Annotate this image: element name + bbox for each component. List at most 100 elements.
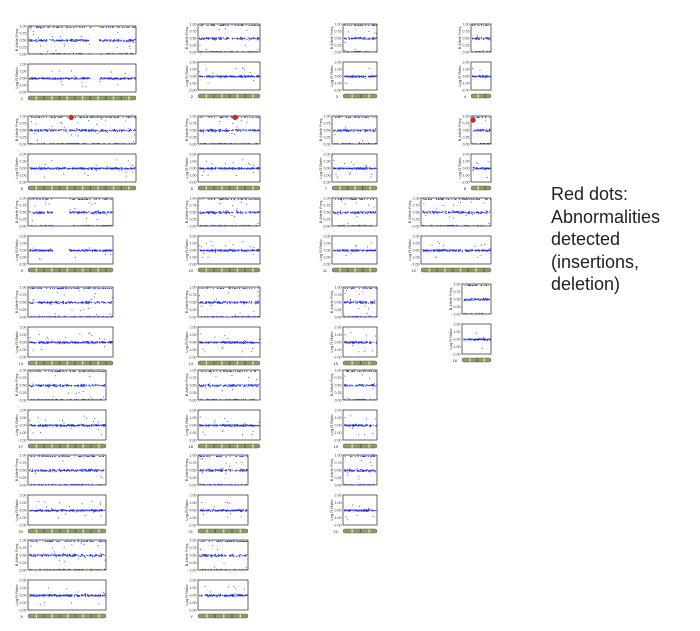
ideogram-band [89, 268, 92, 272]
baf-point [251, 51, 253, 53]
baf-point [88, 39, 90, 41]
lrr-point [35, 77, 37, 79]
baf-point [72, 143, 74, 144]
baf-point [356, 216, 358, 217]
lrr-point [114, 78, 116, 80]
baf-point [78, 26, 80, 28]
lrr-point [120, 77, 122, 79]
lrr-point [215, 167, 217, 169]
tick-label: 0.25 [463, 43, 470, 47]
lrr-point [253, 76, 255, 77]
lrr-point [199, 245, 201, 247]
baf-point [232, 212, 234, 214]
baf-point [82, 39, 84, 41]
lrr-point [472, 67, 474, 69]
lrr-point [228, 249, 230, 251]
lrr-point [216, 75, 218, 77]
tick-label: -1.00 [18, 83, 26, 87]
lrr-point [131, 168, 133, 170]
baf-point [231, 24, 233, 26]
lrr-point [113, 167, 115, 169]
baf-point [255, 51, 257, 53]
baf-point [122, 130, 124, 131]
ideogram-band [58, 186, 61, 190]
baf-point [357, 143, 359, 145]
baf-point [349, 142, 351, 144]
baf-point [113, 53, 115, 55]
baf-point [73, 40, 75, 42]
baf-point [217, 142, 219, 144]
axis-label: Log R Ratio [184, 157, 189, 179]
baf-point [82, 26, 83, 28]
baf-point [481, 131, 483, 133]
baf-point [372, 36, 374, 38]
baf-point [104, 212, 106, 214]
lrr-point [65, 78, 67, 79]
baf-point [354, 212, 356, 214]
lrr-point [214, 248, 216, 250]
baf-point [359, 24, 361, 26]
lrr-point [236, 76, 238, 78]
baf-point [73, 211, 75, 213]
lrr-point [47, 167, 49, 169]
tick-label: 1.00 [190, 241, 197, 245]
lrr-point [29, 78, 31, 80]
lrr-point [50, 250, 51, 251]
baf-point [113, 40, 114, 42]
baf-point [255, 37, 257, 39]
baf-point [364, 50, 366, 52]
baf-point [200, 225, 202, 227]
lrr-point [91, 167, 93, 169]
baf-point [220, 25, 222, 26]
baf-point [372, 39, 374, 40]
baf-point [236, 38, 238, 40]
lrr-point [224, 75, 226, 77]
baf-point [365, 225, 367, 226]
lrr-point [55, 78, 57, 80]
lrr-point [203, 171, 205, 173]
baf-point [30, 130, 32, 132]
baf-point [354, 116, 356, 118]
baf-point [257, 222, 259, 224]
lrr-point [246, 167, 247, 169]
abnormality-dot [470, 117, 476, 123]
baf-point [355, 212, 356, 214]
baf-point [366, 198, 368, 200]
baf-point [363, 143, 365, 145]
lrr-point [351, 161, 353, 163]
baf-point [337, 129, 339, 131]
baf-point [205, 38, 207, 39]
baf-point [53, 39, 55, 41]
baf-point [49, 143, 51, 145]
lrr-point [47, 77, 49, 79]
lrr-point [95, 164, 97, 166]
baf-point [358, 130, 360, 132]
baf-point [54, 116, 56, 118]
baf-point [237, 38, 239, 40]
baf-point [116, 40, 118, 42]
lrr-point [87, 250, 89, 252]
tick-label: 0.75 [463, 121, 470, 125]
baf-point [245, 24, 247, 26]
lrr-point [82, 249, 84, 251]
baf-point [344, 41, 346, 43]
baf-point [489, 143, 491, 145]
lrr-point [37, 167, 39, 169]
baf-point [109, 26, 111, 28]
lrr-point [488, 168, 490, 170]
lrr-point [231, 75, 233, 77]
baf-point [29, 129, 30, 131]
baf-point [257, 116, 259, 118]
baf-point [56, 27, 58, 28]
baf-point [99, 38, 101, 40]
baf-point [98, 198, 100, 200]
baf-point [105, 129, 107, 131]
ideogram-band [43, 96, 45, 100]
baf-point [128, 26, 129, 28]
baf-point [375, 37, 377, 38]
lrr-point [61, 168, 63, 170]
baf-point [87, 130, 89, 132]
lrr-point [106, 250, 108, 252]
baf-point [85, 40, 87, 42]
lrr-point [60, 77, 62, 79]
